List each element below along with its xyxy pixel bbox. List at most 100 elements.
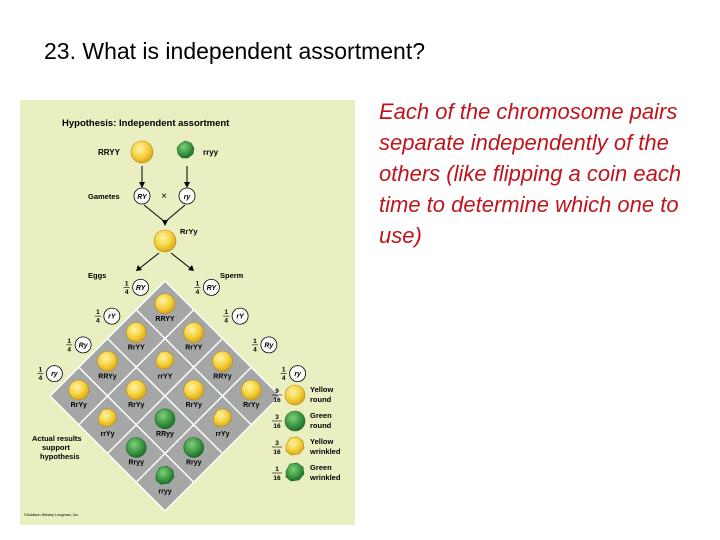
sperm-fraction-denominator: 4	[196, 289, 200, 296]
cell-genotype: rrYy	[215, 431, 229, 438]
sperm-fraction-numerator: 1	[196, 280, 200, 287]
egg-gamete-label: RY	[136, 285, 147, 292]
arrowhead-icon	[136, 265, 142, 271]
cross-symbol: ×	[161, 191, 167, 202]
cell-genotype: RrYy	[71, 402, 87, 409]
yellow-round-pea-icon	[240, 379, 262, 401]
cell-genotype: rrYY	[158, 373, 173, 380]
answer-text: Each of the chromosome pairs separate in…	[379, 99, 682, 248]
ratio-denominator: 16	[273, 475, 281, 482]
cell-genotype: rrYy	[100, 431, 114, 438]
arrowhead-icon	[139, 182, 145, 188]
egg-gamete-circle	[132, 278, 150, 296]
ratio-label-color: Yellow	[310, 385, 334, 394]
ratio-label-color: Yellow	[310, 437, 334, 446]
cell-genotype: RrYy	[128, 402, 144, 409]
yellow-round-pea-icon	[183, 379, 205, 401]
sperm-fraction-denominator: 4	[224, 318, 228, 325]
yellow-round-pea-icon	[154, 293, 176, 315]
cell-genotype: Rryy	[128, 460, 144, 467]
sperm-gamete-circle	[289, 365, 307, 383]
egg-gamete-circle	[45, 365, 63, 383]
ratio-label-shape: round	[310, 395, 332, 404]
egg-fraction-denominator: 4	[96, 318, 100, 325]
eggs-label: Eggs	[88, 271, 106, 280]
ratio-label-shape: wrinkled	[309, 447, 341, 456]
egg-gamete-label: rY	[108, 314, 117, 321]
cell-genotype: RRYy	[98, 373, 117, 380]
egg-gamete-label: Ry	[79, 342, 89, 349]
cell-genotype: RrYY	[128, 345, 145, 352]
green-wrinkled-pea-icon	[176, 140, 195, 159]
gamete1-label: RY	[137, 194, 148, 201]
gametes-label: Gametes	[88, 192, 120, 201]
sperm-label: Sperm	[220, 271, 244, 280]
figure-title: Hypothesis: Independent assortment	[62, 118, 230, 129]
sperm-gamete-label: rY	[236, 314, 245, 321]
yellow-round-pea-icon	[284, 384, 306, 406]
cell-genotype: RrYy	[186, 402, 202, 409]
parent2-genotype: rryy	[203, 148, 219, 157]
sperm-fraction-denominator: 4	[253, 346, 257, 353]
egg-fraction-numerator: 1	[67, 338, 71, 345]
yellow-round-pea-icon	[153, 229, 177, 253]
sperm-gamete-circle	[260, 336, 278, 354]
green-round-pea-icon	[125, 437, 147, 458]
yellow-round-pea-icon	[212, 350, 233, 372]
green-wrinkled-pea-icon	[155, 465, 175, 485]
egg-fraction-denominator: 4	[125, 289, 129, 296]
egg-fraction-denominator: 4	[67, 346, 71, 353]
sperm-gamete-circle	[231, 307, 249, 325]
cell-genotype: RrYy	[243, 402, 259, 409]
results-label-line2: support	[42, 443, 70, 452]
f1-genotype: RrYy	[180, 227, 198, 236]
grid-line	[106, 337, 224, 455]
split-arrow-icon	[170, 252, 191, 269]
ratio-numerator: 9	[275, 388, 279, 395]
egg-fraction-denominator: 4	[39, 375, 43, 382]
yellow-round-pea-icon	[130, 140, 154, 164]
ratio-denominator: 16	[273, 449, 281, 456]
grid-line	[78, 366, 195, 483]
yellow-wrinkled-pea-icon	[155, 350, 175, 370]
slide-title: 23. What is independent assortment?	[44, 38, 426, 64]
gamete-circle	[178, 187, 196, 205]
results-label-line3: hypothesis	[40, 452, 80, 461]
arrowhead-icon	[162, 220, 168, 226]
ratio-label-shape: round	[310, 421, 332, 430]
yellow-round-pea-icon	[125, 322, 147, 343]
ratio-denominator: 16	[273, 397, 281, 404]
egg-fraction-numerator: 1	[96, 309, 100, 316]
merge-arrow-icon	[164, 204, 186, 223]
cell-genotype: Rryy	[186, 460, 202, 467]
arrowhead-icon	[184, 182, 190, 188]
egg-fraction-numerator: 1	[125, 280, 129, 287]
gamete2-label: ry	[184, 194, 192, 201]
yellow-wrinkled-pea-icon	[213, 408, 232, 428]
yellow-round-pea-icon	[68, 379, 90, 401]
copyright-text: ©Addison Wesley Longman, Inc.	[24, 513, 79, 517]
egg-gamete-circle	[74, 336, 92, 354]
gamete-circle	[133, 187, 151, 205]
cell-genotype: RRYY	[155, 316, 175, 323]
cell-genotype: RRYy	[213, 373, 232, 380]
merge-arrow-icon	[143, 204, 166, 223]
green-round-pea-icon	[154, 408, 176, 430]
yellow-round-pea-icon	[97, 350, 118, 372]
punnett-diagram: Hypothesis: Independent assortment RRYY …	[24, 118, 341, 517]
ratio-numerator: 1	[275, 466, 279, 473]
punnett-square-figure: Hypothesis: Independent assortment RRYY …	[20, 100, 355, 525]
parent1-genotype: RRYY	[98, 148, 121, 157]
sperm-gamete-circle	[202, 278, 220, 296]
split-arrow-icon	[139, 252, 160, 269]
ratio-label-color: Green	[310, 463, 332, 472]
ratio-numerator: 3	[275, 414, 279, 421]
yellow-wrinkled-pea-icon	[98, 408, 117, 428]
green-round-pea-icon	[284, 410, 306, 432]
yellow-round-pea-icon	[183, 322, 205, 343]
ratio-numerator: 3	[275, 440, 279, 447]
sperm-fraction-numerator: 1	[282, 367, 286, 374]
yellow-round-pea-icon	[125, 379, 147, 401]
ratio-label-shape: wrinkled	[309, 473, 341, 482]
